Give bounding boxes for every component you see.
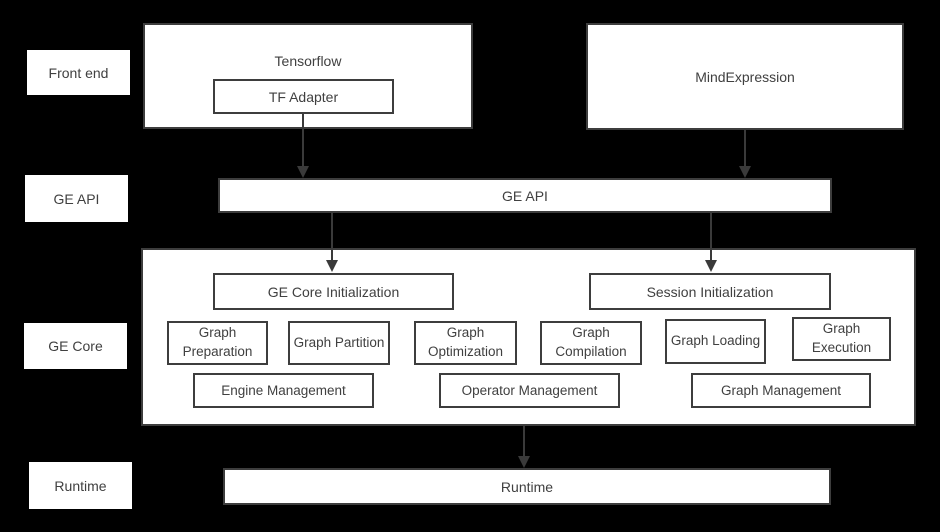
mindexpression-label: MindExpression bbox=[695, 68, 795, 85]
engine-management-box: Engine Management bbox=[193, 373, 374, 408]
graph-preparation-label: Graph Preparation bbox=[182, 325, 253, 359]
graph-preparation-box: Graph Preparation bbox=[167, 321, 268, 365]
ge-api-bar-label: GE API bbox=[502, 187, 548, 204]
engine-management-label: Engine Management bbox=[221, 383, 346, 398]
graph-loading-label: Graph Loading bbox=[670, 333, 761, 349]
tensorflow-box: Tensorflow TF Adapter bbox=[143, 23, 473, 129]
arrow-ge-api-to-ge-core-initialization-head bbox=[326, 260, 338, 272]
graph-partition-label: Graph Partition bbox=[293, 334, 385, 350]
operator-management-label: Operator Management bbox=[461, 383, 598, 398]
arrow-tf-adapter-to-ge-api-head bbox=[297, 166, 309, 178]
operator-management-box: Operator Management bbox=[439, 373, 620, 408]
ge-api-bar: GE API bbox=[218, 178, 832, 213]
session-initialization-label: Session Initialization bbox=[646, 283, 774, 300]
ge-core-initialization-label: GE Core Initialization bbox=[267, 283, 400, 300]
mindexpression-box: MindExpression bbox=[586, 23, 904, 130]
arrow-ge-core-to-runtime-line bbox=[523, 426, 525, 457]
tf-adapter-box: TF Adapter bbox=[213, 79, 394, 114]
graph-optimization-label: Graph Optimization bbox=[427, 325, 504, 359]
side-label-ge-api-text: GE API bbox=[53, 190, 100, 207]
arrow-ge-api-to-session-initialization-line bbox=[710, 213, 712, 261]
ge-core-box: GE Core Initialization Session Initializ… bbox=[141, 248, 916, 426]
tf-adapter-label: TF Adapter bbox=[268, 88, 339, 105]
side-label-ge-api: GE API bbox=[25, 175, 128, 222]
tensorflow-label: Tensorflow bbox=[274, 53, 342, 69]
graph-compilation-label: Graph Compilation bbox=[555, 325, 627, 359]
graph-compilation-box: Graph Compilation bbox=[540, 321, 642, 365]
graph-execution-label: Graph Execution bbox=[811, 321, 872, 355]
runtime-bar-label: Runtime bbox=[500, 478, 554, 495]
side-label-ge-core-text: GE Core bbox=[48, 338, 103, 354]
arrow-mindexpression-to-ge-api-head bbox=[739, 166, 751, 178]
graph-loading-box: Graph Loading bbox=[665, 319, 766, 364]
graph-optimization-box: Graph Optimization bbox=[414, 321, 517, 365]
arrow-mindexpression-to-ge-api-line bbox=[744, 130, 746, 167]
graph-management-box: Graph Management bbox=[691, 373, 871, 408]
ge-core-initialization-box: GE Core Initialization bbox=[213, 273, 454, 310]
arrow-ge-core-to-runtime-head bbox=[518, 456, 530, 468]
arrow-ge-api-to-ge-core-initialization-line bbox=[331, 213, 333, 261]
side-label-runtime-text: Runtime bbox=[54, 477, 107, 494]
side-label-runtime: Runtime bbox=[29, 462, 132, 509]
runtime-bar: Runtime bbox=[223, 468, 831, 505]
side-label-ge-core: GE Core bbox=[24, 323, 127, 369]
arrow-ge-api-to-session-initialization-head bbox=[705, 260, 717, 272]
arrow-tf-adapter-to-ge-api-line bbox=[302, 114, 304, 167]
graph-execution-box: Graph Execution bbox=[792, 317, 891, 361]
side-label-front-end: Front end bbox=[27, 50, 130, 95]
side-label-front-end-text: Front end bbox=[48, 64, 109, 81]
graph-management-label: Graph Management bbox=[720, 383, 842, 398]
session-initialization-box: Session Initialization bbox=[589, 273, 831, 310]
graph-partition-box: Graph Partition bbox=[288, 321, 390, 365]
